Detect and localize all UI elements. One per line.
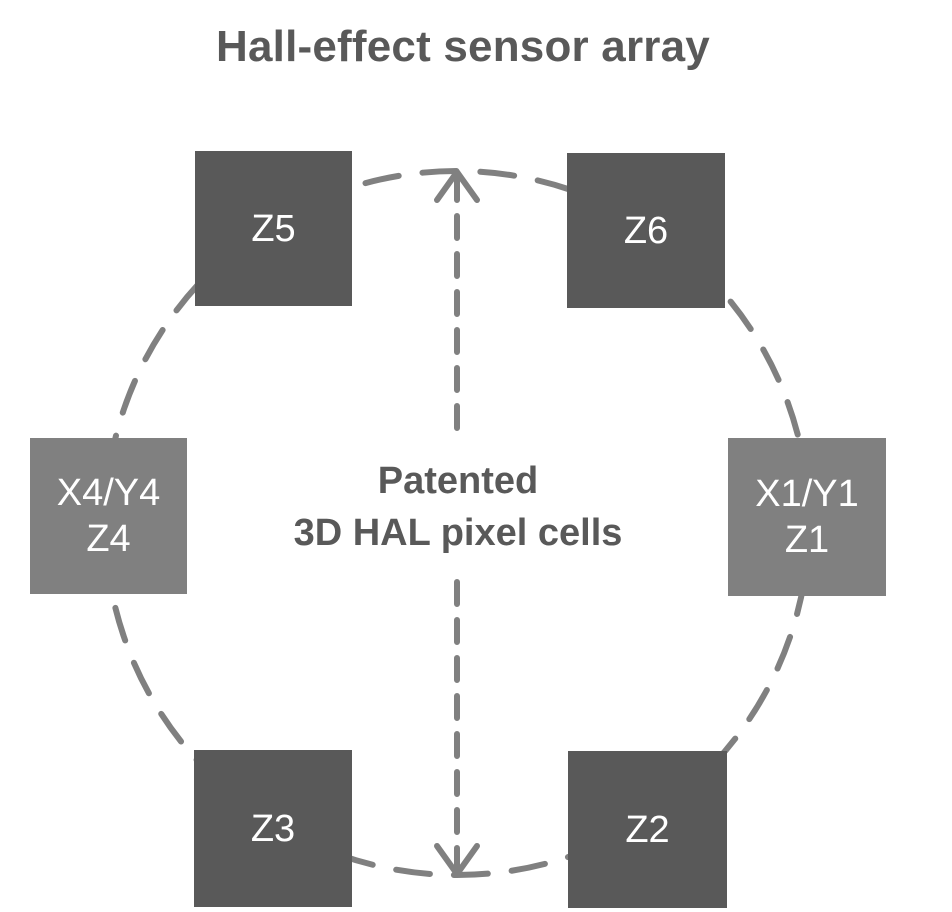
center-label-line1: Patented xyxy=(377,460,539,502)
diameter-arrow-bottom-head xyxy=(434,843,480,877)
sensor-cell-label: Z6 xyxy=(623,209,669,252)
sensor-cell-label-line1: X4/Y4 xyxy=(56,472,161,514)
sensor-cell-label-line2: Z1 xyxy=(784,519,830,561)
sensor-cell-z2: Z2 xyxy=(568,751,727,908)
sensor-cell-label-line2: Z4 xyxy=(86,518,131,560)
sensor-cell-z6: Z6 xyxy=(567,153,725,308)
center-label-line2: 3D HAL pixel cells xyxy=(293,512,623,554)
sensor-cell-x4-y4-z4: X4/Y4 Z4 xyxy=(30,438,187,594)
center-label: Patented 3D HAL pixel cells xyxy=(248,455,668,559)
diameter-arrow-top-head xyxy=(434,169,480,203)
sensor-cell-z5: Z5 xyxy=(195,151,352,306)
sensor-cell-x1-y1-z1: X1/Y1 Z1 xyxy=(728,438,886,596)
sensor-cell-label: Z5 xyxy=(251,207,296,250)
sensor-cell-label-line1: X1/Y1 xyxy=(755,473,859,515)
sensor-cell-label: Z2 xyxy=(625,808,670,851)
sensor-cell-z3: Z3 xyxy=(194,750,352,907)
sensor-cell-label: Z3 xyxy=(250,807,296,850)
diagram-title: Hall-effect sensor array xyxy=(216,22,710,71)
